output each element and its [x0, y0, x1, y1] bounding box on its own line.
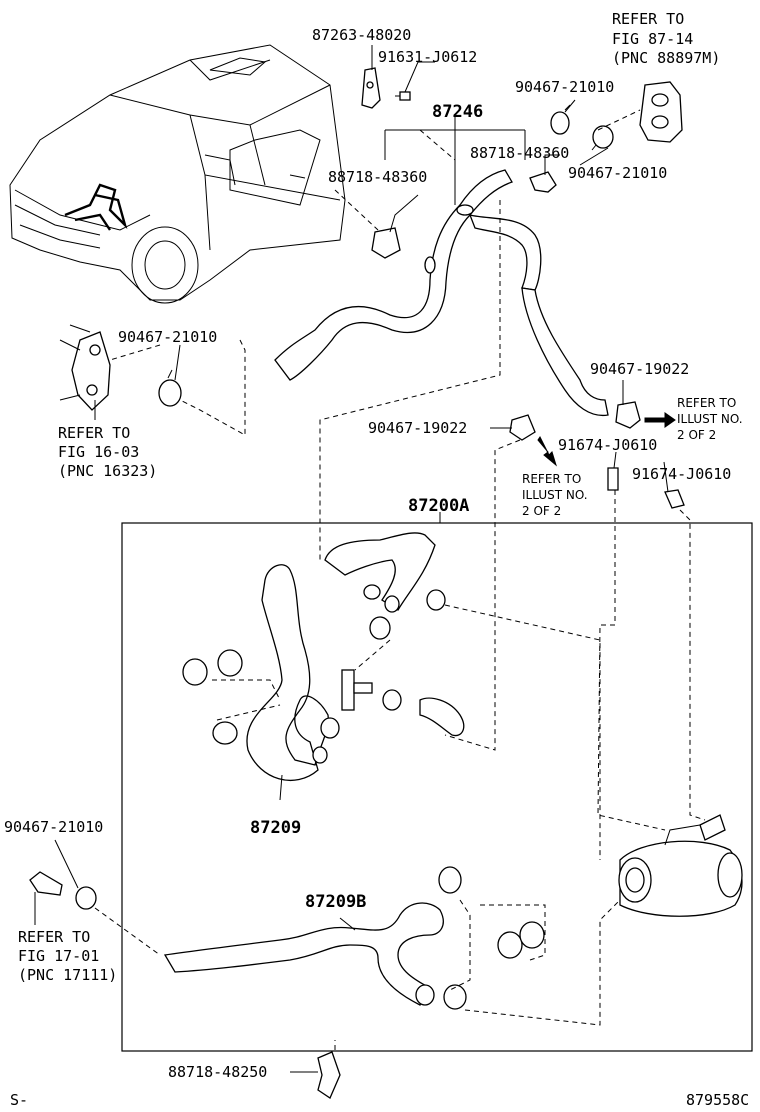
label-90467-21010-a: 90467-21010 [515, 78, 614, 96]
hose-87209[interactable] [246, 532, 465, 781]
label-91674-j0610-a: 91674-J0610 [558, 436, 657, 454]
label-refer-illust-b-l2: ILLUST NO. [522, 488, 588, 502]
leader-lines [54, 45, 706, 1073]
bolt-91674-j0610-a[interactable] [607, 467, 619, 491]
clamps-box-lower[interactable] [438, 866, 545, 1010]
pump-unit [618, 814, 743, 917]
assembly-box-87200a [121, 522, 753, 1052]
grommet-88897m [639, 81, 683, 143]
clamp-90467-21010-a[interactable] [550, 104, 571, 135]
label-88718-48360-a: 88718-48360 [470, 144, 569, 162]
clamp-90467-21010-c[interactable] [158, 369, 182, 407]
bolt-91631[interactable] [395, 91, 411, 101]
label-refer-16-03-l1: REFER TO [58, 424, 130, 442]
part-labels: 87263-48020 91631-J0612 87246 REFER TO F… [4, 10, 749, 1109]
label-91631-j0612: 91631-J0612 [378, 48, 477, 66]
clamp-90467-21010-b[interactable] [591, 125, 614, 151]
label-90467-19022-a: 90467-19022 [590, 360, 689, 378]
refer-arrow-down [537, 436, 557, 467]
label-refer-illust-a-l1: REFER TO [677, 396, 736, 410]
clamps-box-upper[interactable] [182, 589, 446, 745]
label-90467-21010-d: 90467-21010 [4, 818, 103, 836]
label-90467-21010-c: 90467-21010 [118, 328, 217, 346]
label-refer-17-01-l1: REFER TO [18, 928, 90, 946]
label-88718-48360-b: 88718-48360 [328, 168, 427, 186]
label-refer-17-01-l2: FIG 17-01 [18, 947, 99, 965]
label-87200a: 87200A [408, 496, 469, 516]
clip-90467-19022-b[interactable] [509, 414, 536, 441]
bolt-91674-j0610-b[interactable] [664, 489, 685, 509]
bracket-17111 [29, 871, 63, 925]
label-90467-21010-b: 90467-21010 [568, 164, 667, 182]
refer-arrow-right [644, 412, 676, 428]
hose-87209b[interactable] [163, 902, 444, 1006]
tee-fitting[interactable] [341, 669, 373, 711]
label-91674-j0610-b: 91674-J0610 [632, 465, 731, 483]
label-refer-87-14-l3: (PNC 88897M) [612, 49, 720, 67]
label-refer-illust-a-l3: 2 OF 2 [677, 428, 716, 442]
label-refer-illust-b-l1: REFER TO [522, 472, 581, 486]
label-refer-16-03-l3: (PNC 16323) [58, 462, 157, 480]
label-87209: 87209 [250, 818, 301, 838]
bracket-87263[interactable] [361, 67, 381, 109]
label-refer-17-01-l3: (PNC 17111) [18, 966, 117, 984]
flange-16323 [59, 324, 111, 411]
clip-90467-19022-a[interactable] [615, 401, 641, 429]
label-87209b: 87209B [305, 892, 366, 912]
corner-code-left: S- [10, 1091, 28, 1109]
label-refer-87-14-l2: FIG 87-14 [612, 30, 693, 48]
label-90467-19022-b: 90467-19022 [368, 419, 467, 437]
clip-88718-48360-left[interactable] [371, 227, 401, 259]
label-88718-48250: 88718-48250 [168, 1063, 267, 1081]
label-refer-illust-b-l3: 2 OF 2 [522, 504, 561, 518]
vehicle-illustration [9, 44, 346, 304]
illustration-number: 879558C [686, 1091, 749, 1109]
label-refer-illust-a-l2: ILLUST NO. [677, 412, 743, 426]
hose-87246[interactable] [274, 169, 609, 417]
label-refer-87-14-l1: REFER TO [612, 10, 684, 28]
clamp-90467-21010-d[interactable] [75, 886, 97, 910]
label-refer-16-03-l2: FIG 16-03 [58, 443, 139, 461]
clip-88718-48250[interactable] [317, 1051, 341, 1099]
clip-88718-48360-right[interactable] [529, 171, 557, 193]
label-87263-48020: 87263-48020 [312, 26, 411, 44]
label-87246: 87246 [432, 102, 483, 122]
